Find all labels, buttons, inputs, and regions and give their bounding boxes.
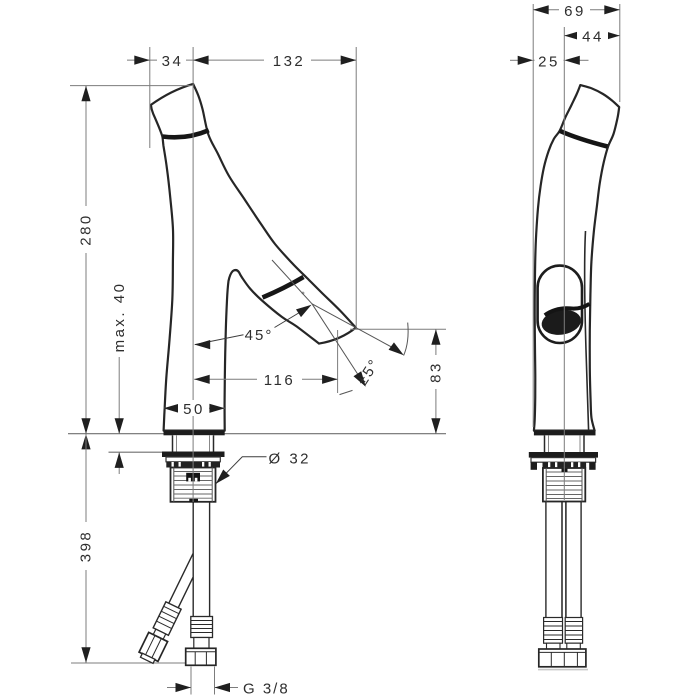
dim-g38: G 3/8	[167, 666, 290, 698]
dim-label-116: 116	[264, 372, 295, 389]
dim-label-diameter-32: Ø 32	[269, 451, 312, 468]
side-view-handle-band	[162, 128, 210, 140]
dim-label-132: 132	[273, 53, 306, 70]
side-view-angled-hose	[137, 550, 195, 665]
dim-44: 44	[564, 28, 620, 46]
dim-label-25: 25	[538, 53, 560, 70]
dim-label-69: 69	[564, 3, 586, 20]
front-view-handle-band	[558, 128, 609, 149]
dim-label-max-40: max. 40	[111, 282, 128, 353]
extension-lines	[70, 4, 621, 502]
front-view-spout-opening	[536, 264, 591, 345]
dim-69: 69	[533, 2, 620, 20]
dim-label-280: 280	[78, 213, 95, 246]
side-view-base-bar	[163, 430, 225, 436]
dimension-annotations: 34 132 280 max. 40 398	[70, 2, 621, 698]
g38-nut	[184, 647, 217, 667]
dim-83: 83	[428, 329, 445, 434]
dim-25: 25	[510, 52, 589, 70]
leader-diameter-32: Ø 32	[212, 451, 312, 487]
dim-label-398: 398	[78, 530, 95, 563]
front-view-flange	[528, 452, 598, 458]
dim-max40: max. 40	[111, 282, 128, 474]
dim-label-34: 34	[162, 53, 184, 70]
annotation-45-degrees: 45°	[194, 300, 315, 350]
dim-label-50: 50	[183, 401, 205, 418]
dim-280: 280	[77, 85, 95, 450]
front-view-spout-seam	[583, 230, 590, 431]
dim-116: 116	[194, 371, 338, 389]
front-view	[528, 84, 621, 671]
dim-label-g38: G 3/8	[243, 681, 290, 698]
dim-50: 50	[163, 400, 225, 418]
dim-34-132: 34 132	[127, 52, 357, 70]
dim-398: 398	[77, 433, 95, 663]
dim-label-45-degrees: 45°	[245, 327, 274, 344]
front-view-hoses	[537, 501, 588, 671]
dim-label-83: 83	[428, 361, 445, 383]
side-view-spout-band	[261, 275, 305, 300]
side-view-supply-pipe	[184, 500, 217, 667]
dim-label-44: 44	[582, 29, 604, 46]
